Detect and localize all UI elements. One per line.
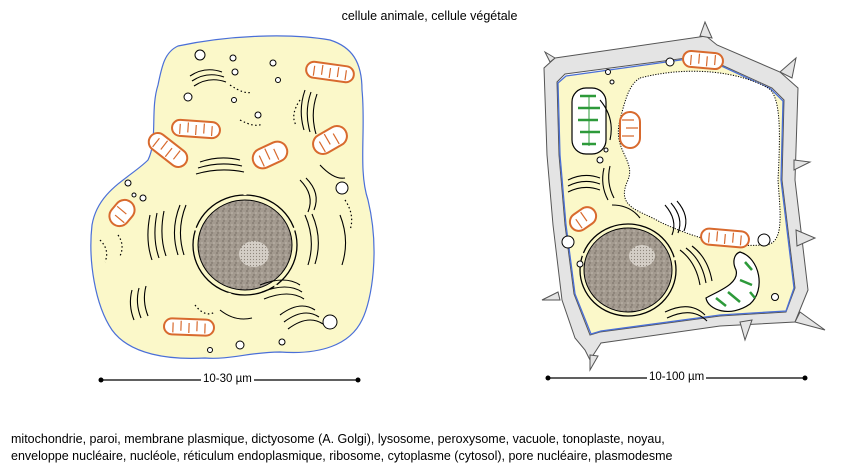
animal-cell [90, 35, 375, 359]
diagram-title: cellule animale, cellule végétale [341, 9, 518, 23]
legend: mitochondrie, paroi, membrane plasmique,… [11, 431, 856, 465]
plant-scale-label: 10-100 µm [647, 371, 707, 383]
animal-vesicles [124, 49, 349, 353]
plant-wall-extensions [541, 20, 826, 372]
animal-golgi-er [129, 69, 347, 330]
animal-plasma-membrane [90, 35, 375, 359]
animal-mitochondria [108, 60, 355, 337]
plant-golgi-er [567, 99, 713, 322]
animal-scale-label: 10-30 µm [201, 373, 254, 385]
plant-chloroplasts [571, 87, 760, 313]
plant-vesicles [561, 57, 779, 301]
plant-cell [541, 20, 826, 372]
plant-mitochondria [568, 49, 750, 249]
animal-nucleus [192, 191, 298, 299]
animal-ribosomes [99, 84, 353, 315]
plant-nucleus [579, 223, 677, 320]
plant-cell-wall [543, 35, 809, 362]
animal-nucleolus [239, 241, 269, 267]
legend-line-1: mitochondrie, paroi, membrane plasmique,… [11, 432, 665, 446]
legend-line-2: enveloppe nucléaire, nucléole, réticulum… [11, 449, 673, 463]
plant-nucleolus [629, 245, 655, 267]
